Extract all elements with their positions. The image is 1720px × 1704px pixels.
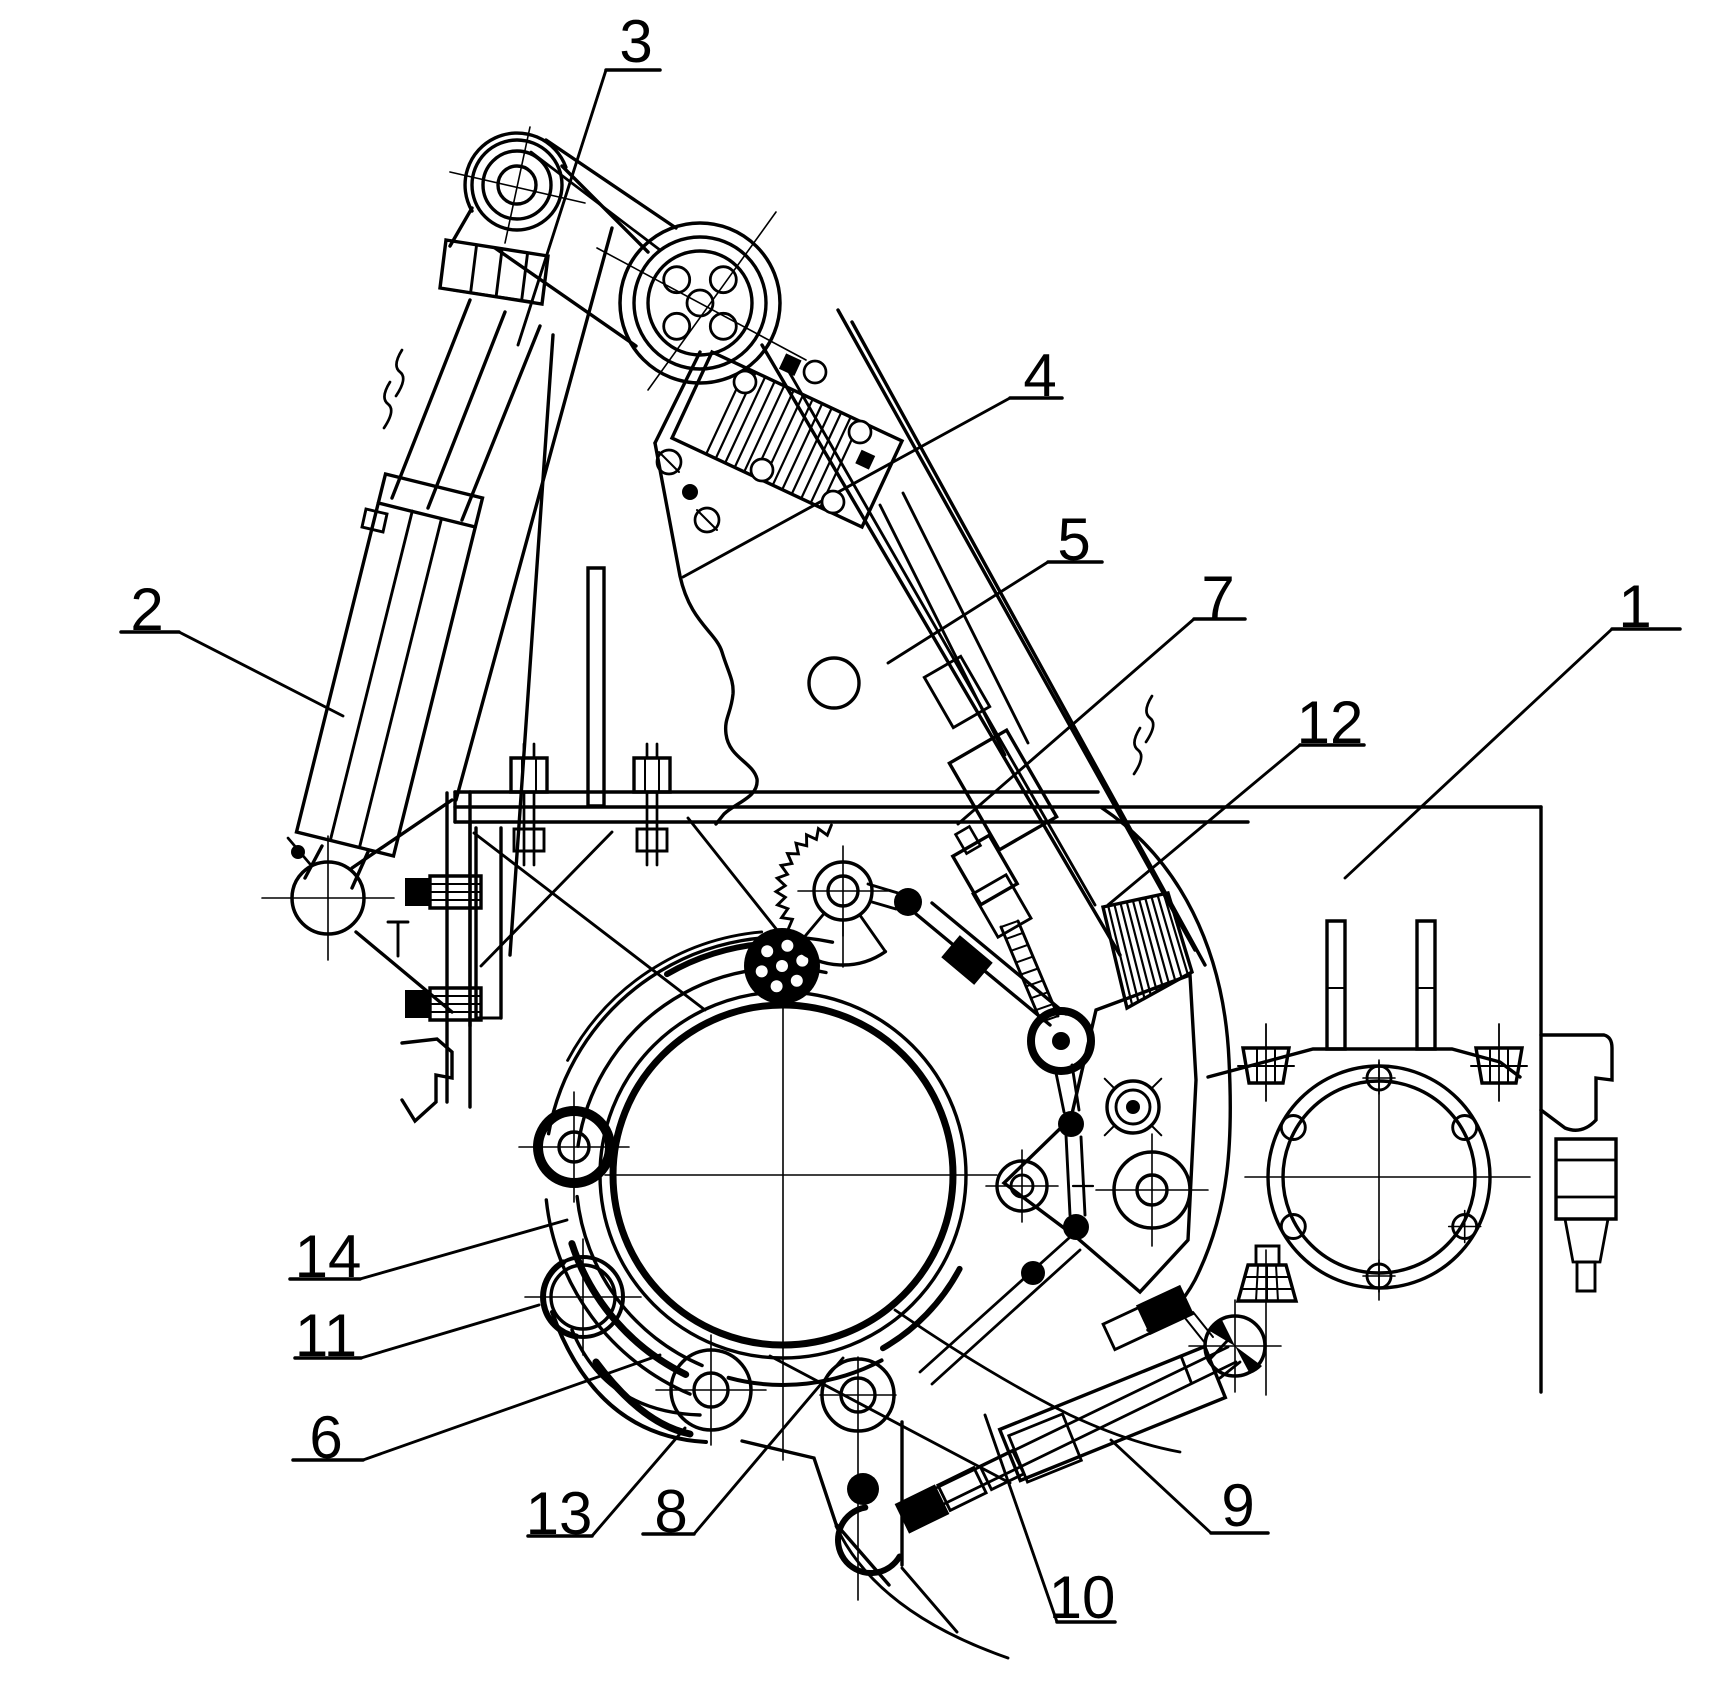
svg-text:7: 7 — [1201, 564, 1234, 631]
svg-text:10: 10 — [1049, 1564, 1116, 1631]
svg-text:3: 3 — [619, 8, 652, 75]
svg-text:9: 9 — [1221, 1472, 1254, 1539]
